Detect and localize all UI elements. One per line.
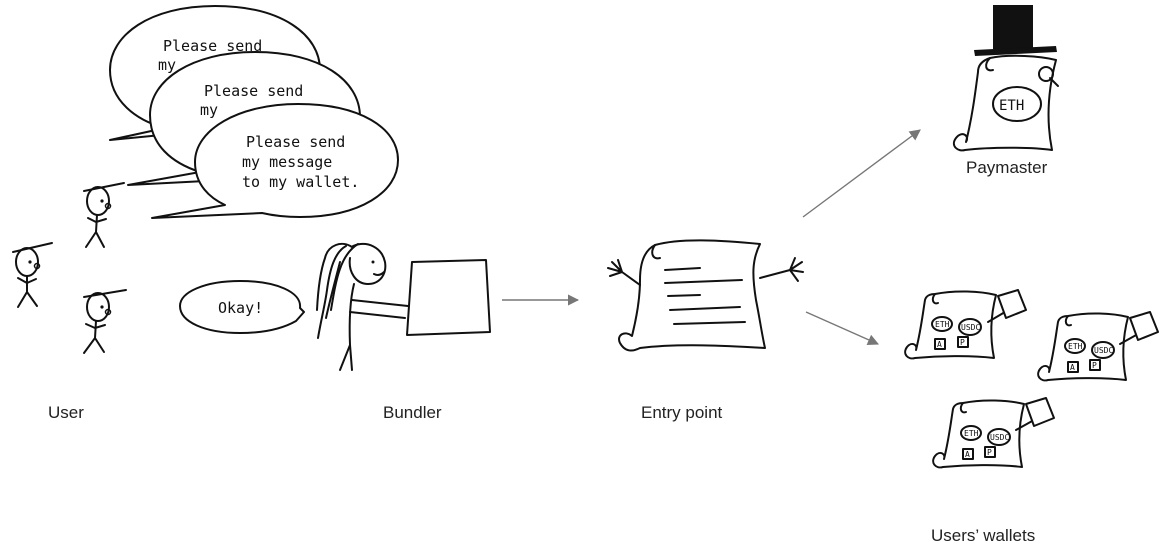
- arrow-entry-to-paymaster: [802, 129, 921, 218]
- paymaster-eth-badge: ETH: [999, 98, 1024, 114]
- bubble-middle-line2: my: [200, 101, 218, 119]
- bubble-middle-line1: Please send: [204, 82, 303, 100]
- label-paymaster: Paymaster: [966, 158, 1048, 177]
- wallet-scroll-1: ETH USDC A P: [904, 289, 1027, 360]
- wallet3-token-usdc: USDC: [990, 433, 1009, 442]
- speech-bubble-front: Please send my message to my wallet.: [151, 103, 399, 219]
- user-stick-figure-3: [83, 289, 127, 354]
- bubble-front-line2: my message: [242, 153, 332, 171]
- wallet1-token-eth: ETH: [935, 320, 950, 329]
- wallet2-money-icon: [1129, 311, 1159, 341]
- wallet1-token-a: A: [937, 340, 942, 349]
- wallet2-token-p: P: [1092, 361, 1097, 370]
- paymaster-scroll: ETH: [952, 5, 1059, 152]
- user-stick-figure-1: [12, 242, 53, 308]
- bubble-front-line1: Please send: [246, 133, 345, 151]
- wallet3-money-icon: [1025, 397, 1055, 427]
- bubble-back-line1: Please send: [163, 37, 262, 55]
- bubble-front-line3: to my wallet.: [242, 173, 359, 191]
- wallet1-money-icon: [997, 289, 1027, 319]
- bundle-paper: [406, 259, 491, 336]
- wallet2-token-a: A: [1070, 363, 1075, 372]
- wallet2-token-usdc: USDC: [1094, 346, 1113, 355]
- user-stick-figure-2: [83, 182, 125, 248]
- wallet1-token-usdc: USDC: [961, 323, 980, 332]
- wallet-scroll-3: ETH USDC A P: [932, 397, 1055, 469]
- label-bundler: Bundler: [383, 403, 442, 422]
- wallet3-token-a: A: [965, 450, 970, 459]
- wallet1-token-p: P: [960, 338, 965, 347]
- arrow-entry-to-wallets: [805, 311, 880, 346]
- bundler-speech-bubble: Okay!: [179, 280, 305, 334]
- wallet3-token-eth: ETH: [964, 429, 979, 438]
- label-user: User: [48, 403, 84, 422]
- label-users-wallets: Users’ wallets: [931, 526, 1035, 545]
- bubble-back-line2: my: [158, 56, 176, 74]
- bundler-figure: [316, 242, 409, 371]
- label-entry-point: Entry point: [641, 403, 723, 422]
- wallet2-token-eth: ETH: [1068, 342, 1083, 351]
- bundler-reply-text: Okay!: [218, 299, 263, 317]
- wallet3-token-p: P: [987, 448, 992, 457]
- entry-point-scroll: [607, 239, 804, 352]
- wallet-scroll-2: ETH USDC A P: [1037, 311, 1159, 382]
